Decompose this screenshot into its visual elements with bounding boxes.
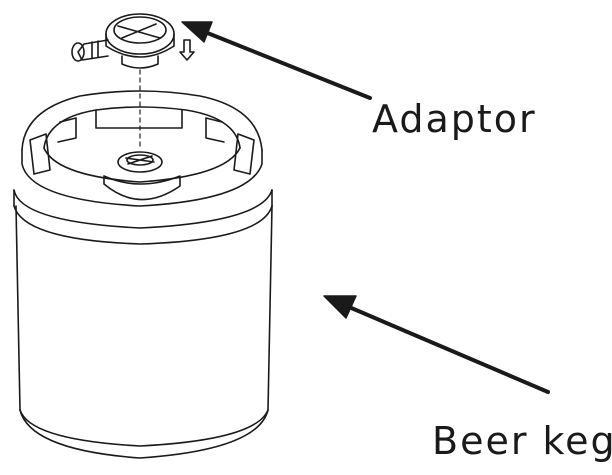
beer-keg-label: Beer keg [432, 419, 612, 463]
adaptor-pointer-arrow [181, 21, 372, 100]
keg-drawing [13, 90, 273, 459]
keg-pointer-arrow [323, 295, 550, 394]
adaptor-label: Adaptor [372, 97, 537, 141]
adaptor-drawing [71, 13, 195, 69]
